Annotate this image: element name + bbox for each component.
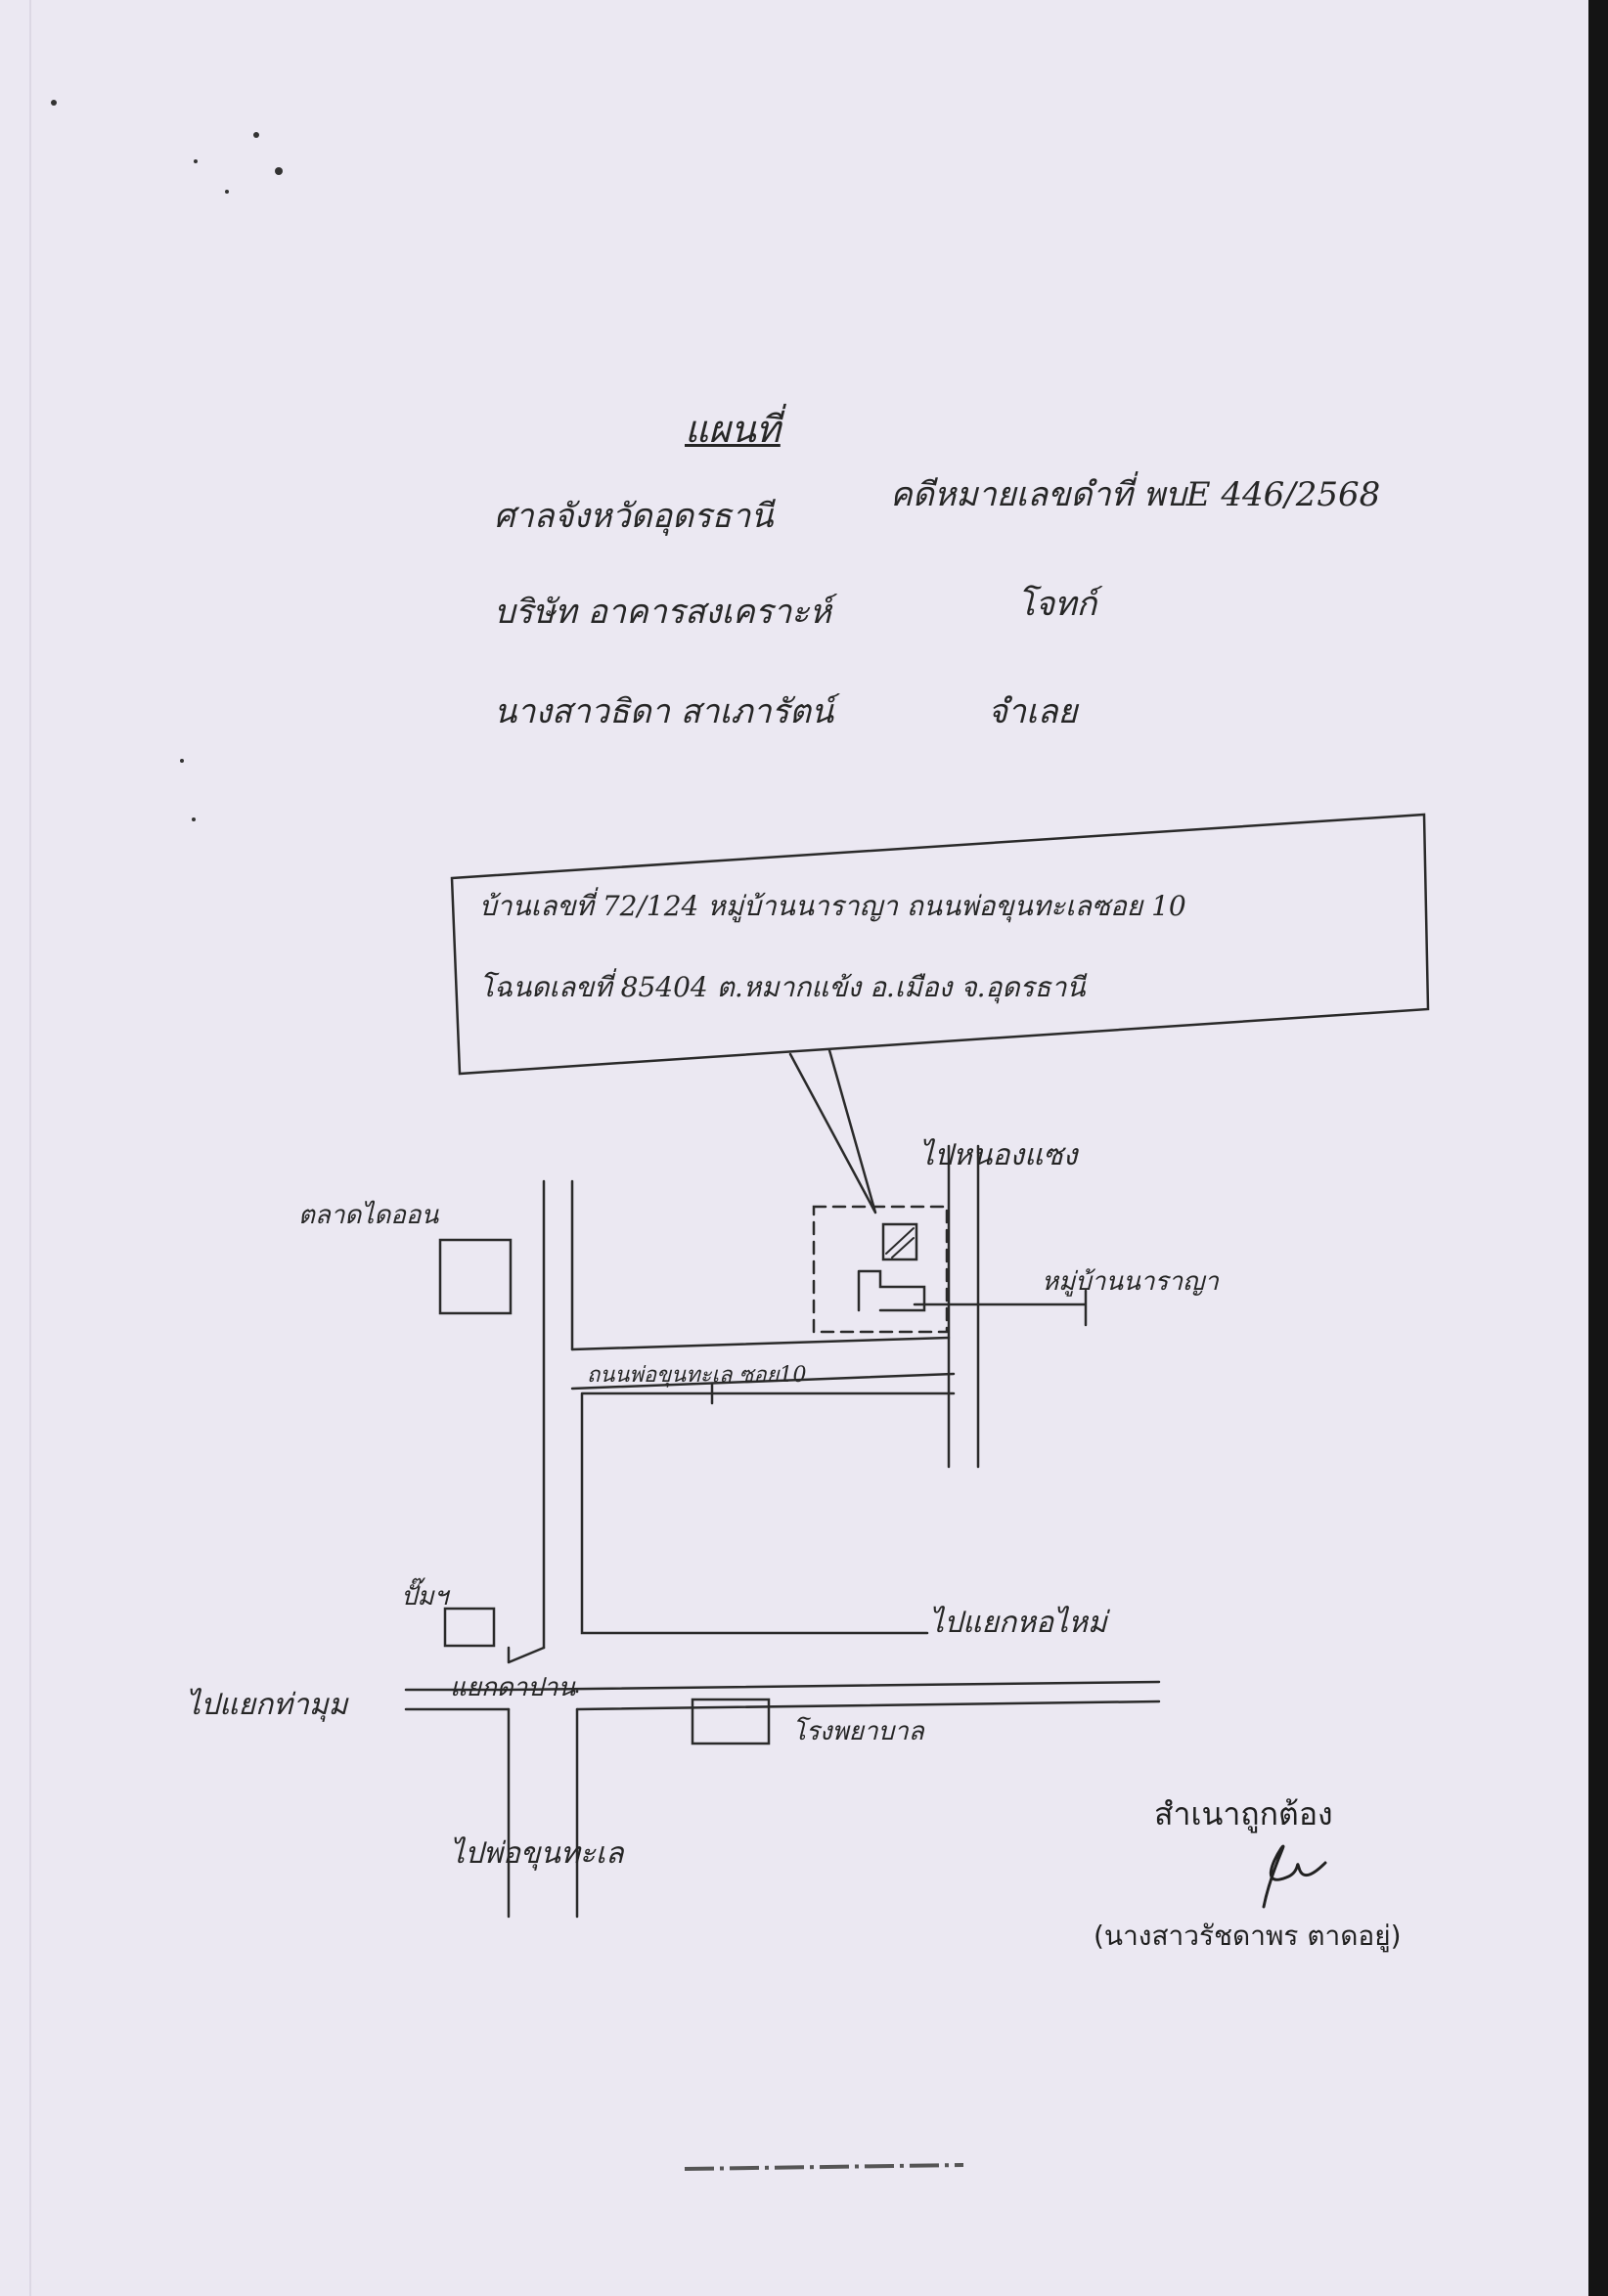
label-soi: ถนนพ่อขุนทะเล ซอย10 <box>587 1363 807 1388</box>
defendant-name: นางสาวธิดา สาเภารัตน์ <box>494 692 834 731</box>
plot-boundary <box>812 1205 949 1334</box>
case-number: คดีหมายเลขดำที่ พบE 446/2568 <box>890 475 1381 514</box>
gas-station-building <box>443 1607 496 1648</box>
house-outline <box>857 1269 926 1312</box>
document-title: แผนที่ <box>685 408 781 451</box>
label-village: หมู่บ้านนาราญา <box>1042 1267 1219 1297</box>
label-east: ไปแยกหอไหม่ <box>929 1606 1107 1640</box>
soi-road <box>570 1336 956 1391</box>
plaintiff-name: บริษัท อาคารสงเคราะห์ <box>494 593 831 632</box>
address-callout-box <box>450 813 1430 1076</box>
signature <box>1262 1844 1327 1909</box>
inner-block <box>580 1391 956 1635</box>
court-name: ศาลจังหวัดอุดรธานี <box>494 497 774 536</box>
house-marker <box>881 1222 918 1261</box>
main-road <box>404 1680 1161 1711</box>
hospital-building <box>691 1698 771 1745</box>
address-line-1: บ้านเลขที่ 72/124 หมู่บ้านนาราญา ถนนพ่อข… <box>479 890 1186 922</box>
label-gas-station: ปั๊มฯ <box>401 1582 449 1612</box>
east-road <box>947 1144 980 1469</box>
defendant-label: จำเลย <box>988 692 1078 731</box>
label-hospital: โรงพยาบาล <box>792 1717 924 1746</box>
label-west: ไปแยกท่ามุม <box>186 1688 348 1722</box>
label-north: ไปหนองแซง <box>919 1138 1078 1172</box>
callout-pointer <box>788 1048 877 1214</box>
west-road <box>542 1179 574 1650</box>
plaintiff-label: โจทก์ <box>1017 585 1097 624</box>
address-line-2: โฉนดเลขที่ 85404 ต.หมากแข้ง อ.เมือง จ.อุ… <box>479 971 1086 1003</box>
label-junction: แยกดาปาน <box>450 1673 576 1702</box>
certified-copy-label: สำเนาถูกต้อง <box>1154 1795 1333 1832</box>
south-road <box>507 1646 579 1919</box>
signer-name: (นางสาวรัชดาพร ตาดอยู่) <box>1094 1920 1402 1952</box>
village-pointer <box>913 1289 1088 1327</box>
label-market: ตลาดไดออน <box>298 1201 439 1230</box>
market-building <box>438 1238 513 1315</box>
scan-edge <box>1588 0 1608 2296</box>
label-south: ไปพ่อขุนทะเล <box>450 1836 624 1871</box>
fold-line <box>29 0 31 2296</box>
